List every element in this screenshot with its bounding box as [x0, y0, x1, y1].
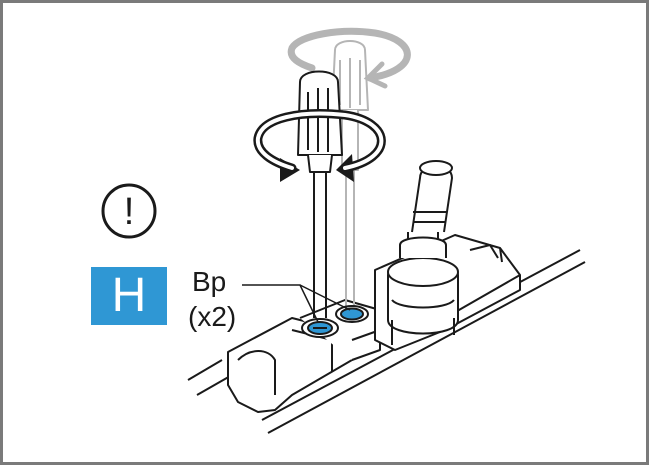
step-badge: H: [91, 267, 167, 325]
screw-icon-second: [335, 305, 369, 323]
callout-leader: [242, 284, 351, 323]
ghost-rotate-arrow-icon: [287, 27, 411, 89]
rotate-arrow-inner: [255, 111, 384, 170]
part-count: (x2): [188, 301, 237, 332]
ghost-screwdriver: [331, 40, 369, 310]
part-label: Bp: [192, 266, 227, 297]
adjustment-knob: [387, 160, 459, 345]
screw-icon: [301, 318, 339, 338]
warning-symbol: !: [124, 191, 135, 233]
mounting-clip: [227, 299, 381, 413]
screwdriver-icon: [297, 70, 343, 318]
exclamation-circle-icon: !: [101, 183, 157, 239]
